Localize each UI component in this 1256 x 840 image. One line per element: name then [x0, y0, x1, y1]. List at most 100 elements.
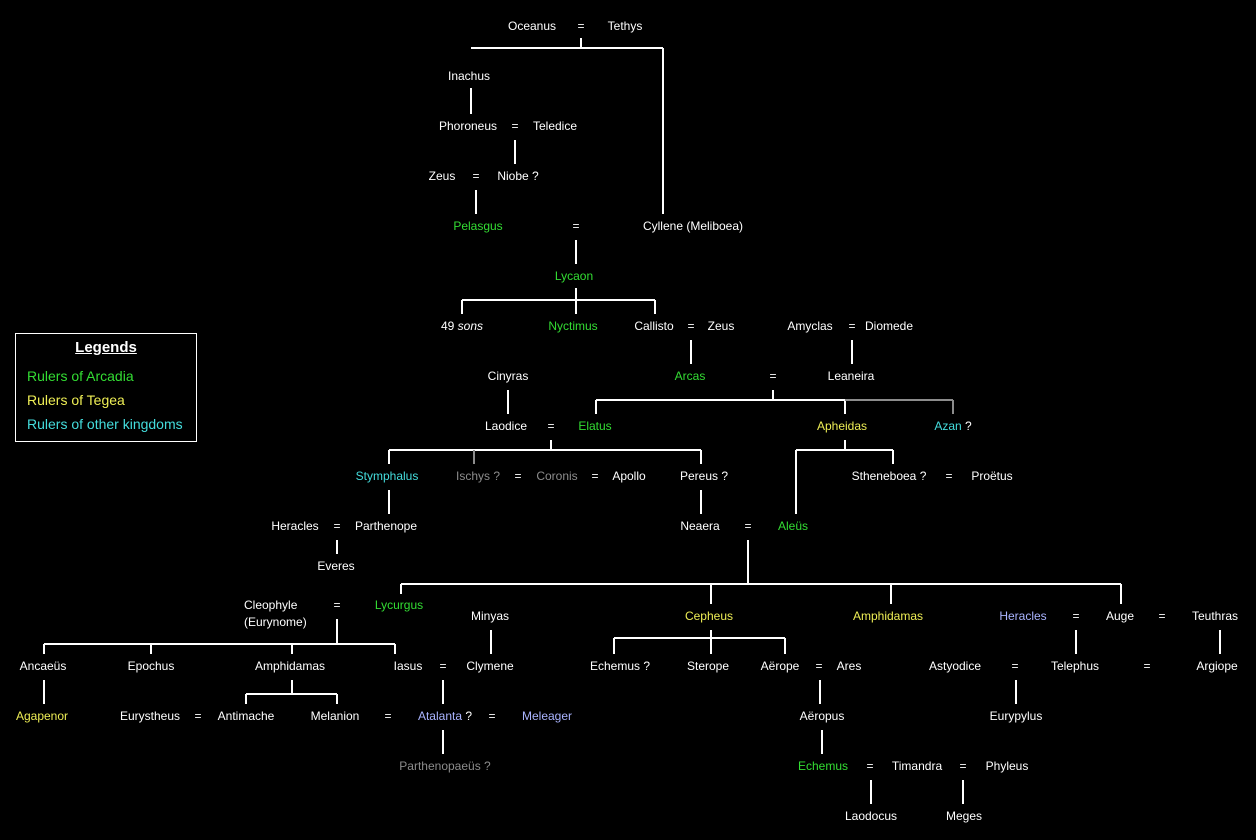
person-aerope: Aërope	[761, 659, 800, 673]
person-cleophyle-name: Cleophyle	[244, 598, 298, 612]
marriage-amyclas-diomede: =	[848, 319, 855, 333]
person-amyclas: Amyclas	[787, 319, 832, 333]
person-proetus: Proëtus	[971, 469, 1012, 483]
person-amphidamas-1: Amphidamas	[853, 609, 923, 623]
person-oceanus: Oceanus	[508, 19, 556, 33]
marriage-phoroneus-teledice: =	[511, 119, 518, 133]
person-neaera: Neaera	[680, 519, 720, 533]
marriage-oceanus-tethys: =	[577, 19, 584, 33]
person-aeropus: Aëropus	[800, 709, 845, 723]
person-atalanta: Atalanta ?	[418, 709, 472, 723]
person-heracles-2: Heracles	[999, 609, 1046, 623]
marriage-aerope-ares: =	[815, 659, 822, 673]
marriage-stheneboea-proetus: =	[945, 469, 952, 483]
legend-item-tegea: Rulers of Tegea	[27, 392, 125, 408]
marriage-zeus-niobe: =	[472, 169, 479, 183]
person-sterope: Sterope	[687, 659, 729, 673]
person-agapenor: Agapenor	[16, 709, 68, 723]
person-leaneira: Leaneira	[828, 369, 875, 383]
person-coronis: Coronis	[536, 469, 577, 483]
legend-title: Legends	[75, 339, 137, 356]
person-pereus: Pereus ?	[680, 469, 728, 483]
person-echemus-2: Echemus	[798, 759, 848, 773]
marriage-auge-teuthras: =	[1158, 609, 1165, 623]
person-cyllene: Cyllene (Meliboea)	[643, 219, 743, 233]
marriage-cleophyle-lycurgus: =	[333, 598, 340, 612]
person-ancaeus: Ancaeüs	[20, 659, 67, 673]
marriage-arcas-leaneira: =	[769, 369, 776, 383]
person-cleophyle: Cleophyle (Eurynome)	[244, 598, 307, 629]
person-lycaon: Lycaon	[555, 269, 593, 283]
marriage-ischys-coronis: =	[514, 469, 521, 483]
person-apheidas: Apheidas	[817, 419, 867, 433]
person-zeus-2: Zeus	[708, 319, 735, 333]
marriage-neaera-aleus: =	[744, 519, 751, 533]
person-laodocus: Laodocus	[845, 809, 897, 823]
marriage-eurystheus-antimache: =	[194, 709, 201, 723]
person-cleophyle-alias: (Eurynome)	[244, 615, 307, 629]
person-teledice: Teledice	[533, 119, 577, 133]
person-apollo: Apollo	[612, 469, 646, 483]
person-nyctimus: Nyctimus	[548, 319, 597, 333]
person-iasus: Iasus	[394, 659, 423, 673]
person-teuthras: Teuthras	[1192, 609, 1238, 623]
person-everes: Everes	[317, 559, 354, 573]
marriage-timandra-phyleus: =	[959, 759, 966, 773]
person-callisto: Callisto	[634, 319, 674, 333]
marriage-heracles-parthenope: =	[333, 519, 340, 533]
legend-item-arcadia: Rulers of Arcadia	[27, 368, 134, 384]
person-sons49-word: sons	[458, 319, 483, 333]
person-phoroneus: Phoroneus	[439, 119, 497, 133]
person-cinyras: Cinyras	[488, 369, 529, 383]
person-elatus: Elatus	[578, 419, 611, 433]
person-ares: Ares	[837, 659, 862, 673]
marriage-iasus-clymene: =	[439, 659, 446, 673]
marriage-melanion-atalanta: =	[384, 709, 391, 723]
marriage-coronis-apollo: =	[591, 469, 598, 483]
person-pelasgus: Pelasgus	[453, 219, 502, 233]
person-stheneboea: Stheneboea ?	[852, 469, 927, 483]
person-parthenope: Parthenope	[355, 519, 417, 533]
person-diomede: Diomede	[865, 319, 913, 333]
person-lycurgus: Lycurgus	[375, 598, 423, 612]
marriage-pelasgus-cyllene: =	[572, 219, 579, 233]
person-niobe: Niobe ?	[497, 169, 539, 183]
person-laodice: Laodice	[485, 419, 527, 433]
person-telephus: Telephus	[1051, 659, 1099, 673]
person-inachus: Inachus	[448, 69, 490, 83]
person-amphidamas-2: Amphidamas	[255, 659, 325, 673]
person-echemus-1: Echemus ?	[590, 659, 650, 673]
legend: Legends Rulers of Arcadia Rulers of Tege…	[15, 333, 197, 442]
person-minyas: Minyas	[471, 609, 509, 623]
person-meleager: Meleager	[522, 709, 572, 723]
person-aleus: Aleüs	[778, 519, 808, 533]
marriage-astyodice-telephus: =	[1011, 659, 1018, 673]
person-stymphalus: Stymphalus	[356, 469, 419, 483]
person-timandra: Timandra	[892, 759, 943, 773]
person-eurystheus: Eurystheus	[120, 709, 180, 723]
person-auge: Auge	[1106, 609, 1134, 623]
marriage-callisto-zeus: =	[687, 319, 694, 333]
person-sons49: 49 sons	[441, 319, 483, 333]
person-azan: Azan ?	[934, 419, 972, 433]
person-heracles-1: Heracles	[271, 519, 318, 533]
legend-item-other-kingdoms: Rulers of other kingdoms	[27, 416, 183, 432]
marriage-telephus-argiope: =	[1143, 659, 1150, 673]
person-tethys: Tethys	[608, 19, 643, 33]
person-cepheus: Cepheus	[685, 609, 733, 623]
marriage-echemus-timandra: =	[866, 759, 873, 773]
person-eurypylus: Eurypylus	[990, 709, 1043, 723]
person-sons49-count: 49	[441, 319, 458, 333]
person-epochus: Epochus	[128, 659, 175, 673]
person-parthenopaeus: Parthenopaeüs ?	[399, 759, 491, 773]
person-arcas: Arcas	[675, 369, 706, 383]
person-astyodice: Astyodice	[929, 659, 981, 673]
person-ischys: Ischys ?	[456, 469, 500, 483]
person-meges: Meges	[946, 809, 982, 823]
person-melanion: Melanion	[311, 709, 360, 723]
marriage-laodice-elatus: =	[547, 419, 554, 433]
marriage-atalanta-meleager: =	[488, 709, 495, 723]
person-argiope: Argiope	[1196, 659, 1238, 673]
person-phyleus: Phyleus	[986, 759, 1029, 773]
